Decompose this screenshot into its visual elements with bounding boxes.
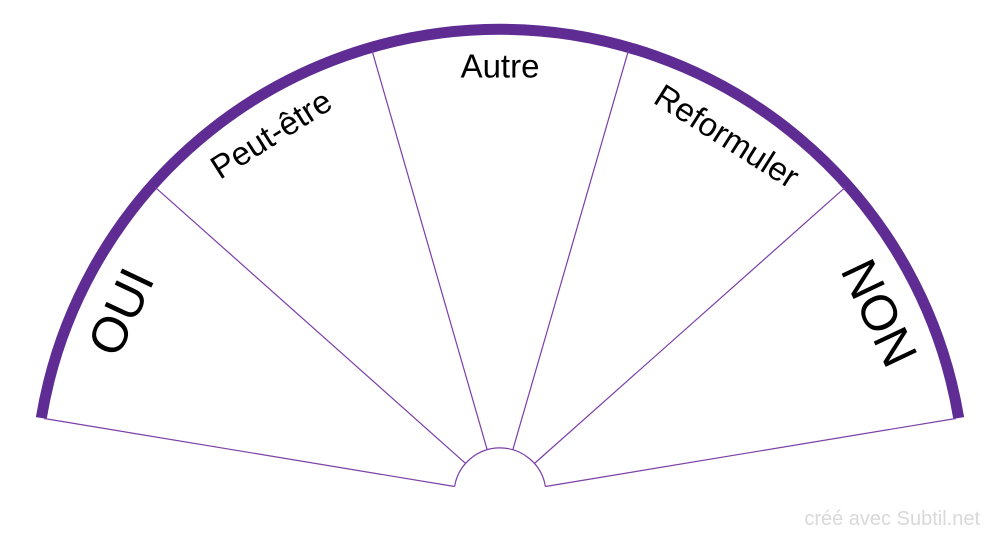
sector-divider-line [534, 186, 846, 464]
sector-divider-line [371, 50, 488, 450]
sector-divider-line [154, 186, 466, 464]
sector-label-autre: Autre [460, 47, 540, 85]
sector-divider-line [512, 50, 630, 450]
inner-arc [454, 447, 546, 487]
outer-arc [35, 23, 965, 419]
sector-boundary-line [545, 417, 956, 488]
watermark-text: créé avec Subtil.net [804, 508, 980, 530]
sector-boundary-line [44, 417, 455, 488]
